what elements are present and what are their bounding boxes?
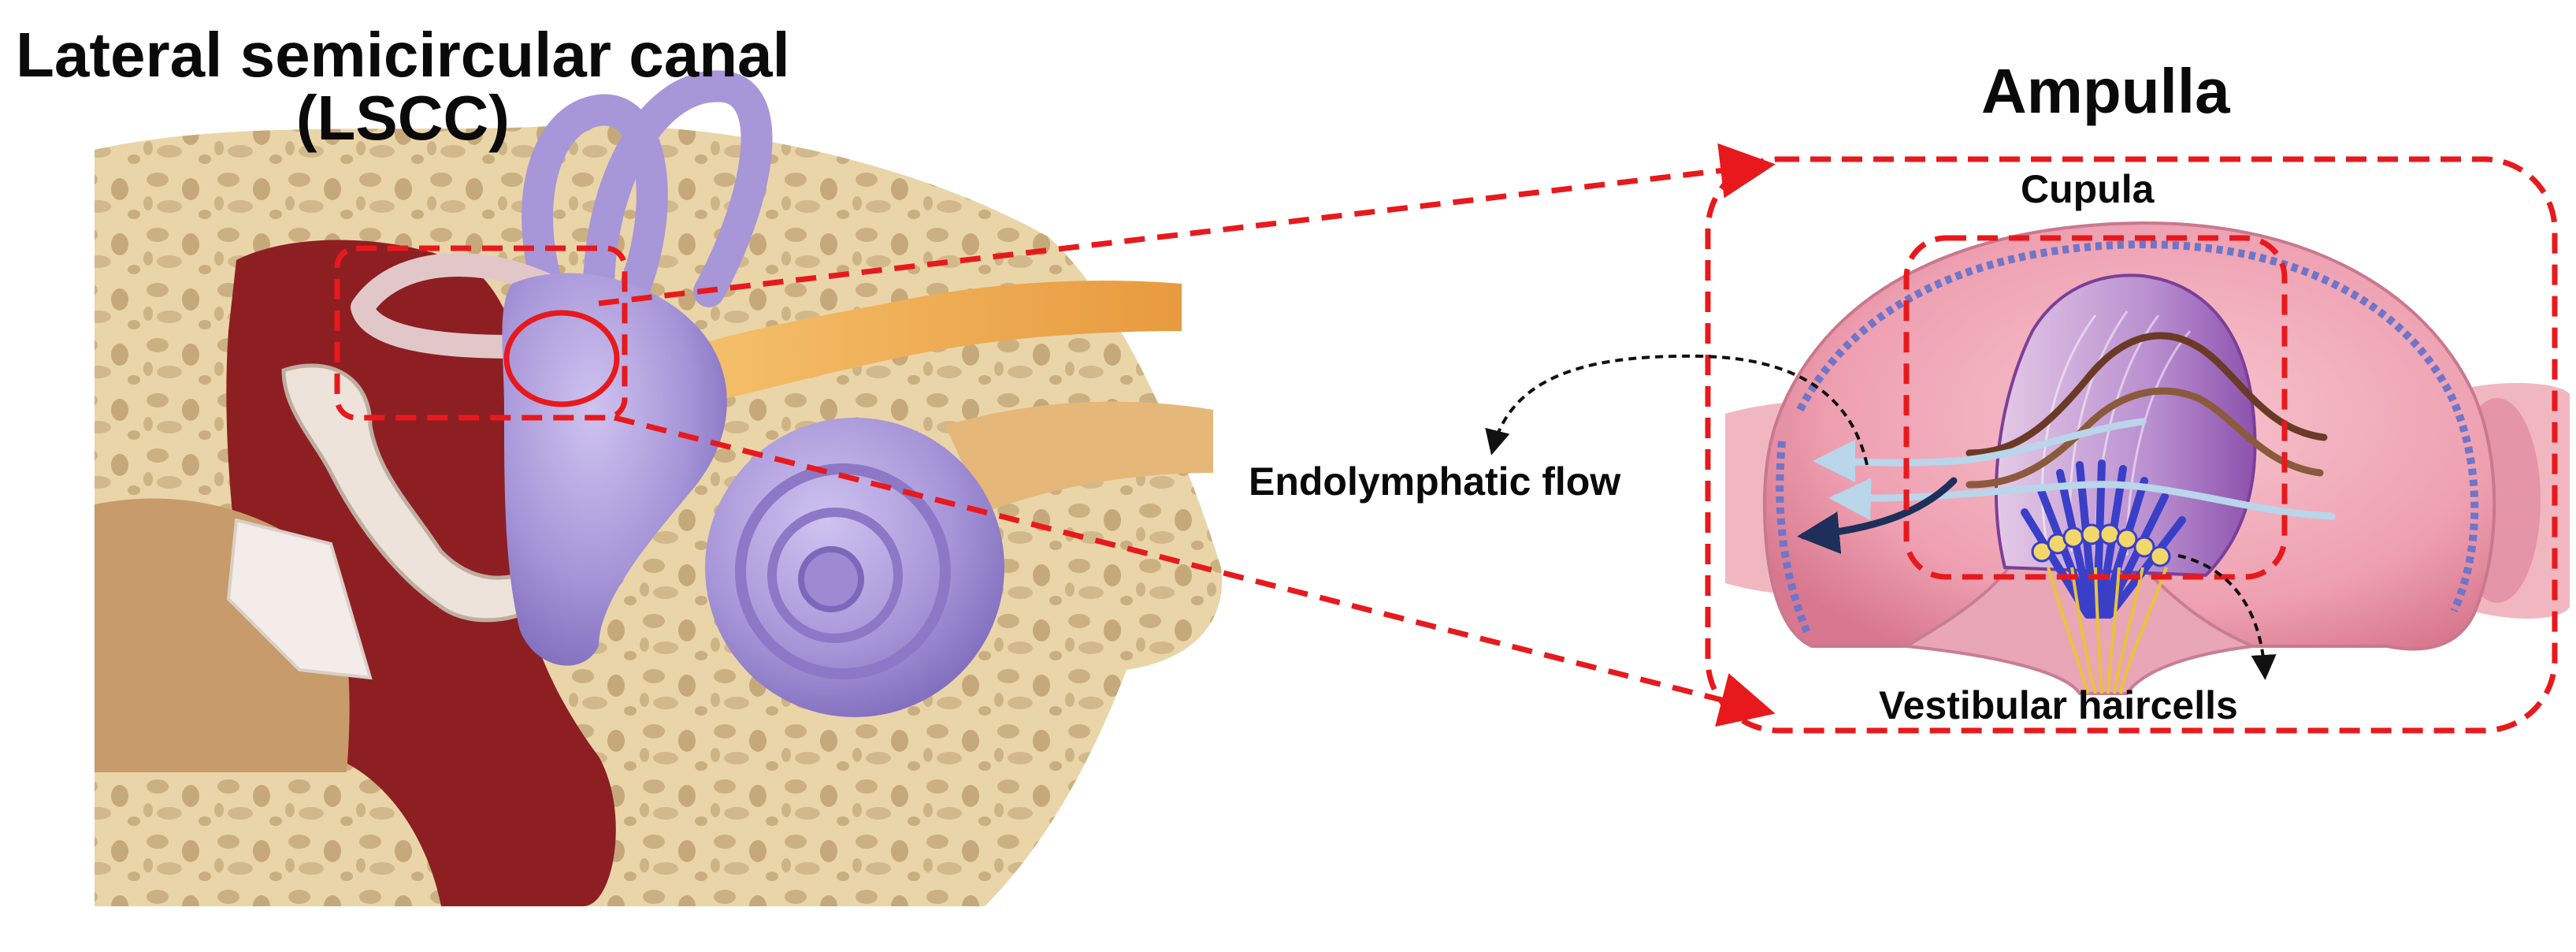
endolymphatic-flow-label: Endolymphatic flow bbox=[1249, 459, 1621, 504]
vestibule bbox=[502, 273, 727, 666]
cupula-box bbox=[1903, 235, 2288, 580]
callout-arrow-upper bbox=[598, 143, 1776, 307]
streamline-brown-1 bbox=[1965, 332, 2328, 457]
ampulla-outer-box bbox=[1705, 156, 2558, 734]
inner-ear-illustration bbox=[95, 70, 1223, 907]
crista-ampullaris bbox=[1901, 566, 2259, 695]
vestibular-haircells-label: Vestibular haircells bbox=[1879, 683, 2238, 727]
ampulla-highlight-ellipse bbox=[503, 310, 620, 407]
streamline-brown-2 bbox=[1965, 387, 2324, 489]
eardrum bbox=[226, 518, 373, 680]
streamline-light-1 bbox=[1813, 418, 2147, 483]
annotation-arrows bbox=[1485, 354, 2277, 680]
streamline-navy bbox=[1797, 477, 1958, 554]
lscc-title: Lateral semicircular canal (LSCC) bbox=[16, 24, 790, 150]
cochlear-nerve bbox=[945, 401, 1213, 512]
flow-streamlines bbox=[1797, 332, 2336, 554]
streamline-light-2 bbox=[1828, 478, 2336, 521]
lscc-title-line1: Lateral semicircular canal bbox=[16, 20, 790, 90]
cochlea bbox=[705, 418, 1004, 717]
ampulla-title: Ampulla bbox=[1981, 56, 2230, 126]
haircell-annotation-arrow bbox=[2177, 554, 2277, 680]
lscc-title-line2: (LSCC) bbox=[295, 83, 510, 153]
cupula-label: Cupula bbox=[2021, 167, 2155, 211]
epithelial-lining bbox=[1796, 240, 2479, 613]
hair-cell-nuclei bbox=[2031, 523, 2171, 567]
nerve-fibers bbox=[2047, 567, 2168, 694]
ampulla-detail bbox=[1705, 156, 2570, 734]
vestibular-nerve bbox=[646, 281, 1182, 410]
callout-arrows bbox=[598, 143, 1776, 727]
flow-annotation-arrow bbox=[1485, 354, 1869, 466]
